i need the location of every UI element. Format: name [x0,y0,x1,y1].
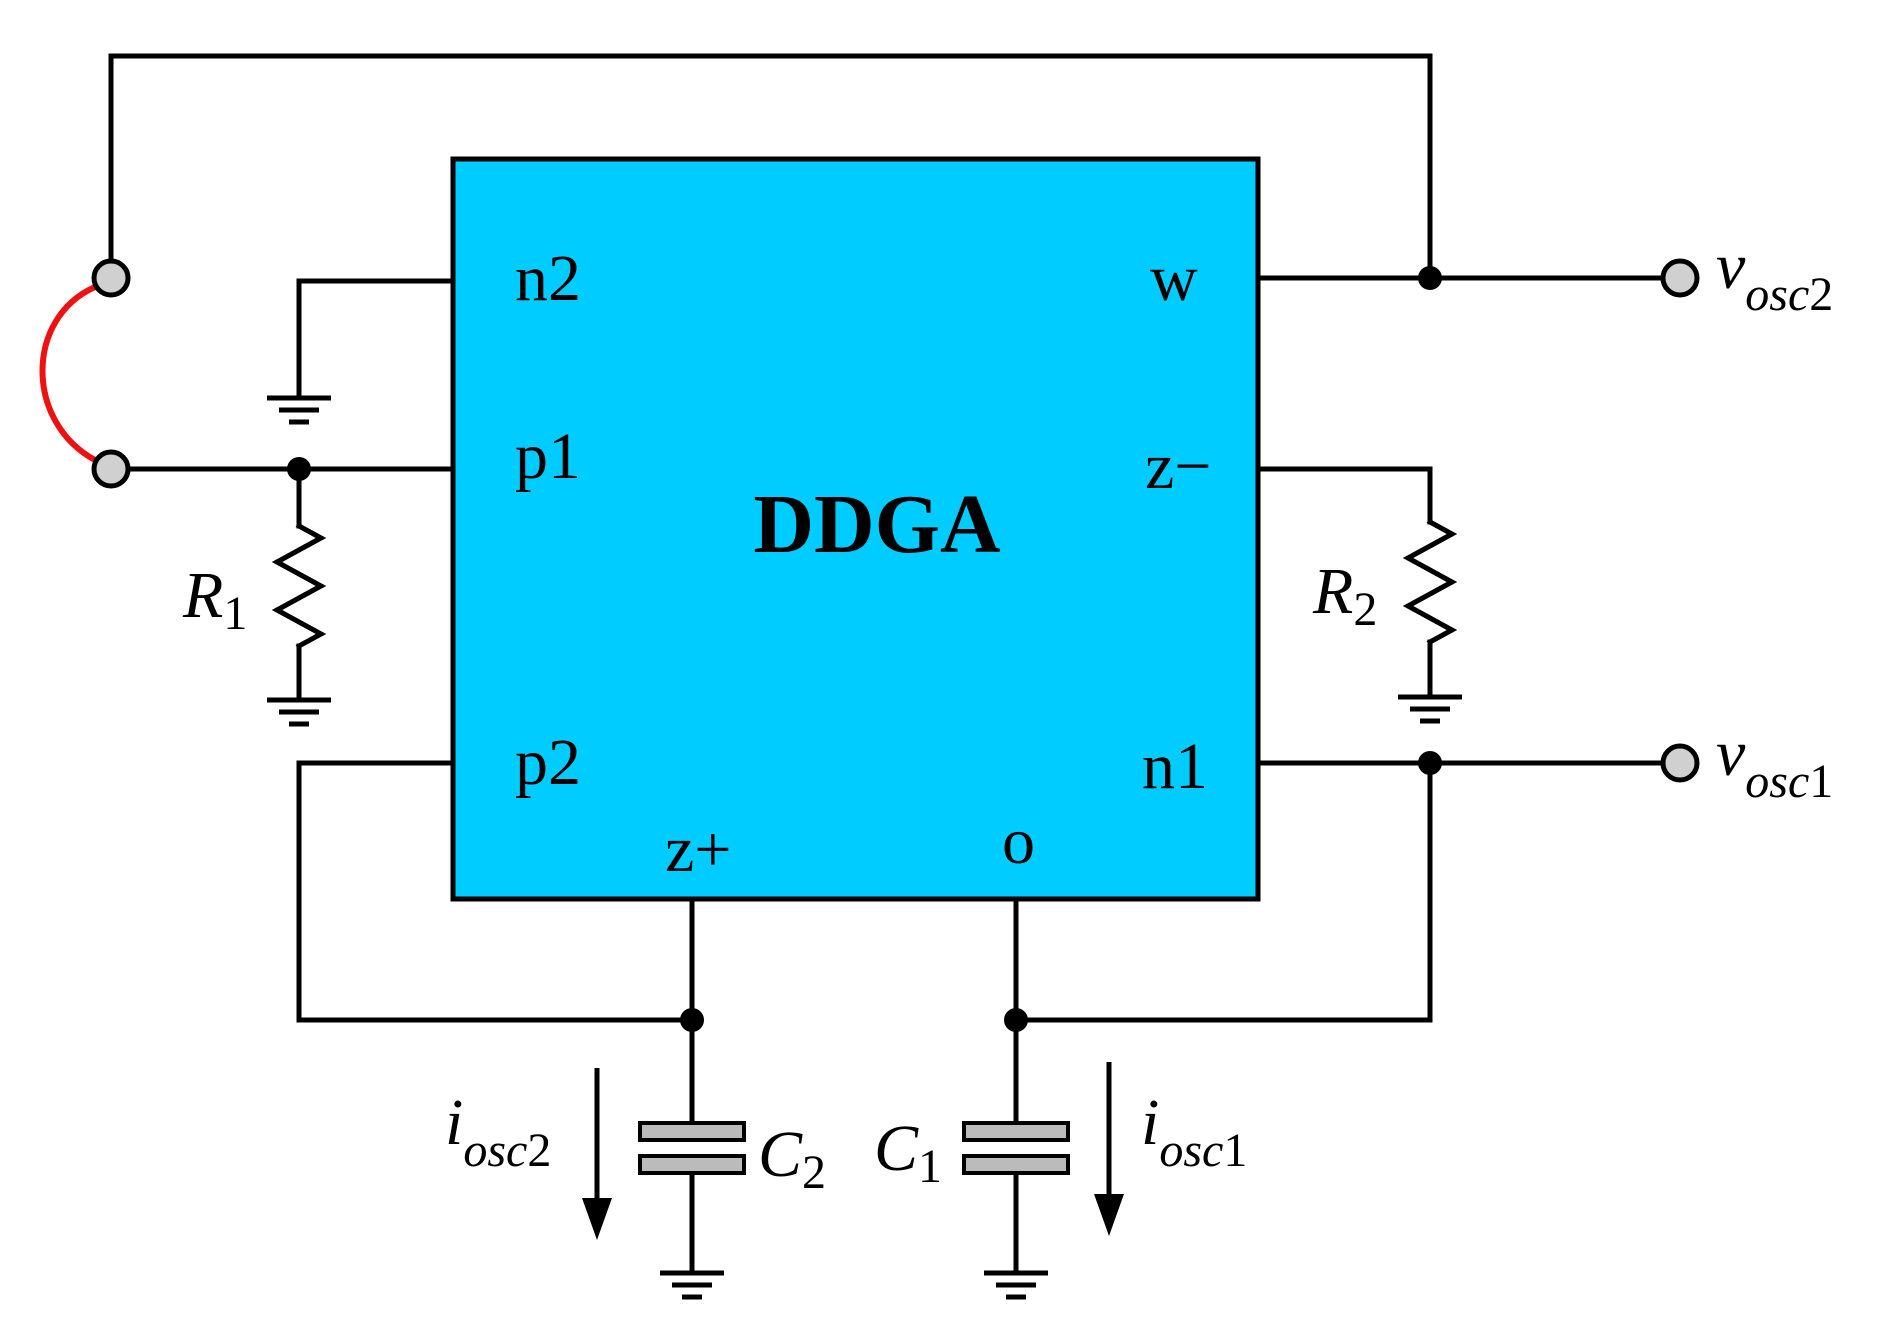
junction-dot [1004,1008,1028,1032]
junction-dot [1418,751,1442,775]
label-r1: R1 [182,559,247,640]
feedback-wire-top [108,53,1433,281]
pin-label-z-plus: z+ [665,813,732,886]
wire-p2-loop [296,760,695,1023]
label-iosc1: iosc1 [1141,1086,1247,1177]
resistor-r1 [271,522,327,650]
label-vosc1: vosc1 [1716,717,1833,808]
label-r2: R2 [1312,555,1377,636]
label-c2: C2 [758,1118,826,1199]
terminal-vosc2 [1660,258,1700,298]
resistor-r2 [1402,518,1458,646]
capacitor-c1 [962,1121,1070,1175]
pin-label-z-minus: z− [1145,430,1212,503]
pin-label-n1: n1 [1142,730,1208,803]
current-arrow-iosc2-icon [582,1068,612,1240]
pin-label-p1: p1 [515,420,581,493]
pin-label-o: o [1002,805,1035,878]
ground-n2-icon [267,395,331,425]
current-arrow-iosc1-icon [1094,1062,1124,1236]
pin-label-n2: n2 [515,242,581,315]
ground-c2-icon [660,1270,724,1300]
label-c1: C1 [874,1112,942,1193]
capacitor-c2 [638,1121,746,1175]
terminal-left-top [91,258,131,298]
wire-zminus-r2 [1255,466,1433,525]
ground-r2-icon [1398,694,1462,724]
junction-dot [1418,266,1442,290]
label-iosc2: iosc2 [445,1086,551,1177]
ddga-block [450,156,1261,902]
pin-label-p2: p2 [515,726,581,799]
wire-n2-ground [296,278,456,401]
terminal-left-bottom [91,449,131,489]
pin-label-w: w [1150,242,1198,315]
label-vosc2: vosc2 [1716,230,1833,321]
ddga-title: DDGA [753,478,1001,571]
junction-dot [680,1008,704,1032]
ground-c1-icon [984,1270,1048,1300]
wire-n1-loop [1013,760,1433,1023]
terminal-vosc1 [1660,743,1700,783]
jumper-wire [39,284,97,463]
junction-dot [287,457,311,481]
ground-r1-icon [267,697,331,727]
